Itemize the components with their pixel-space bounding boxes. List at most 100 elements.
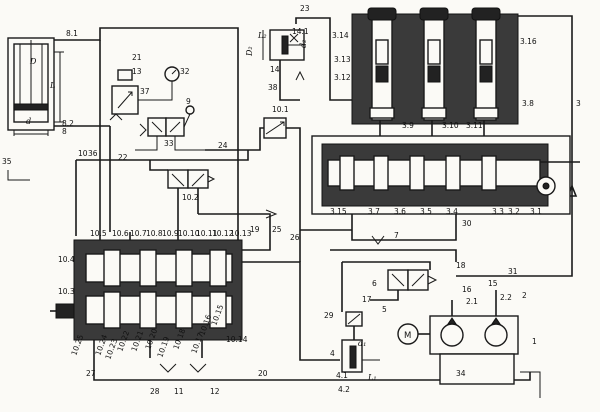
label-10-15: 10.15: [209, 303, 225, 326]
label-3-12: 3.12: [334, 73, 351, 82]
label-10-18: 10.18: [171, 327, 187, 350]
label-3-15: 3.15: [330, 207, 347, 216]
label-14: 14: [270, 65, 280, 74]
label-2-2: 2.2: [500, 293, 512, 302]
label-10-19: 10.19: [155, 335, 171, 358]
cylinder-4: [341, 339, 380, 373]
label-10-4: 10.4: [58, 255, 75, 264]
label-d1: d₁: [358, 339, 366, 348]
label-9: 9: [186, 97, 191, 106]
label-6: 6: [372, 279, 377, 288]
pipe-10: [76, 150, 249, 161]
label-13: 13: [132, 67, 142, 76]
check-arrow-38: [295, 70, 305, 81]
label-D: D: [29, 57, 37, 66]
label-D2: D₂: [245, 46, 254, 57]
label-10-5: 10.5: [90, 229, 107, 238]
label-10-9: 10.9: [162, 229, 179, 238]
check-11-12: [159, 363, 207, 373]
label-3: 3: [576, 99, 581, 108]
label-3-9: 3.9: [402, 121, 414, 130]
label-10-21: 10.21: [129, 329, 145, 352]
distributor-10: [50, 239, 243, 341]
label-17: 17: [362, 295, 372, 304]
control-valve-block-3: [351, 7, 519, 125]
label-3-4: 3.4: [446, 207, 458, 216]
pump-2: [429, 315, 519, 355]
label-2-1: 2.1: [466, 297, 478, 306]
label-10-13: 10.13: [230, 229, 252, 238]
label-L2: L₂: [257, 31, 267, 40]
label-10: 10: [78, 149, 88, 158]
label-4: 4: [330, 349, 335, 358]
label-3-10: 3.10: [442, 121, 459, 130]
label-3-14: 3.14: [332, 31, 349, 40]
label-23: 23: [300, 4, 310, 13]
check-7: [371, 235, 385, 245]
label-M: M: [404, 331, 411, 341]
label-36: 36: [88, 149, 98, 158]
label-8-1: 8.1: [66, 29, 78, 38]
label-33: 33: [164, 139, 174, 148]
label-25: 25: [272, 225, 282, 234]
label-4-2: 4.2: [338, 385, 350, 394]
main-distributor-3: [311, 135, 580, 215]
label-8-2: 8.2: [62, 119, 74, 128]
label-10-17: 10.17: [189, 331, 205, 354]
label-10-2: 10.2: [182, 193, 199, 202]
label-27: 27: [86, 369, 96, 378]
pipe-26: [296, 127, 301, 262]
cylinder-14: [262, 29, 305, 61]
label-21a: 21: [132, 53, 142, 62]
label-4-1: 4.1: [336, 371, 348, 380]
label-19: 19: [250, 225, 260, 234]
label-10-25: 10.25: [69, 333, 85, 356]
label-10-20: 10.20: [143, 327, 159, 350]
label-L1: L₁: [367, 373, 377, 382]
label-15: 15: [488, 279, 498, 288]
label-3-16: 3.16: [520, 37, 537, 46]
label-7: 7: [394, 231, 399, 240]
directional-valve-9: [139, 105, 195, 137]
label-16: 16: [462, 285, 472, 294]
label-35: 35: [2, 157, 12, 166]
label-2: 2: [522, 291, 527, 300]
label-20: 20: [258, 369, 268, 378]
label-12: 12: [210, 387, 220, 396]
label-8: 8: [62, 127, 67, 136]
label-10-14: 10.14: [226, 335, 248, 344]
label-3-1: 3.1: [530, 207, 542, 216]
label-14-1: 14.1: [292, 27, 309, 36]
label-30: 30: [462, 219, 472, 228]
label-3-3: 3.3: [492, 207, 504, 216]
label-31: 31: [508, 267, 518, 276]
label-3-6: 3.6: [394, 207, 406, 216]
label-34: 34: [456, 369, 466, 378]
valve-6: [387, 269, 438, 291]
label-37: 37: [140, 87, 150, 96]
label-d: d: [26, 117, 31, 126]
label-18: 18: [456, 261, 466, 270]
label-10-10: 10.10: [178, 229, 200, 238]
label-10-11: 10.11: [196, 229, 218, 238]
label-29: 29: [324, 311, 334, 320]
relief-valve-13: [111, 69, 139, 115]
label-3-7: 3.7: [368, 207, 380, 216]
tank-34: [439, 353, 515, 385]
ground-35: [7, 170, 30, 181]
label-1: 1: [532, 337, 537, 346]
flow-valve-10-1: [263, 117, 287, 139]
label-11: 11: [174, 387, 184, 396]
pipe-23: [295, 17, 362, 101]
hydraulic-cylinder-8: [7, 37, 64, 136]
label-10-6: 10.6: [112, 229, 129, 238]
label-24: 24: [218, 141, 228, 150]
label-10-12: 10.12: [212, 229, 234, 238]
label-22: 22: [118, 153, 128, 162]
label-3-13: 3.13: [334, 55, 351, 64]
label-5: 5: [382, 305, 387, 314]
label-10-7: 10.7: [130, 229, 147, 238]
